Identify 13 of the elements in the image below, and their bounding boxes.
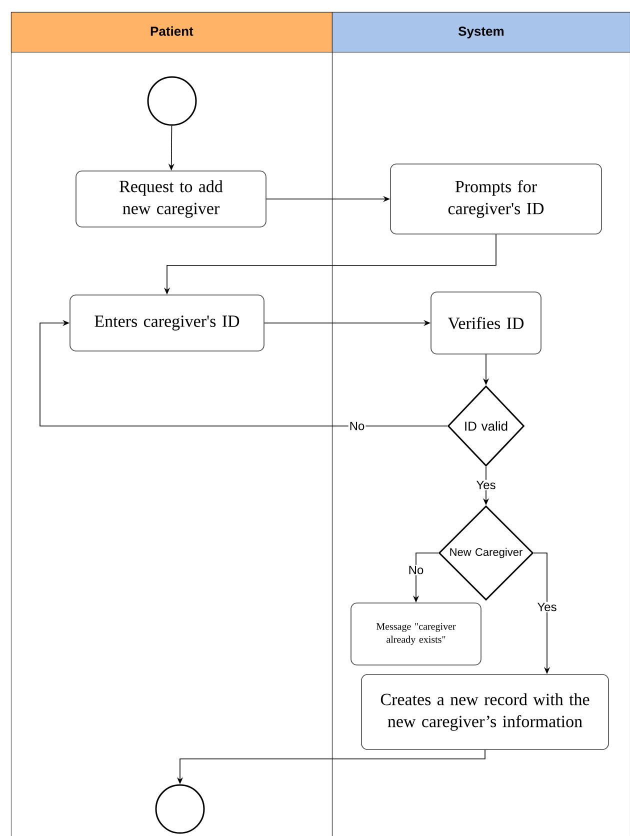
process-box: Prompts for caregiver's ID [390,164,602,234]
edge-label: Yes [536,602,558,612]
process-box: Verifies ID [430,292,542,354]
process-box: Request to add new caregiver [76,170,266,228]
node-circle [155,784,205,834]
node-circle [147,76,197,126]
process-box: Message "caregiver already exists" [350,602,482,666]
process-box: Enters caregiver's ID [70,294,264,352]
edge-label: Yes [475,480,497,490]
arrow [40,320,448,426]
edge-label: No [407,564,425,576]
edge-label: No [348,420,366,432]
process-box: Creates a new record with the new caregiver’s information [361,674,609,750]
